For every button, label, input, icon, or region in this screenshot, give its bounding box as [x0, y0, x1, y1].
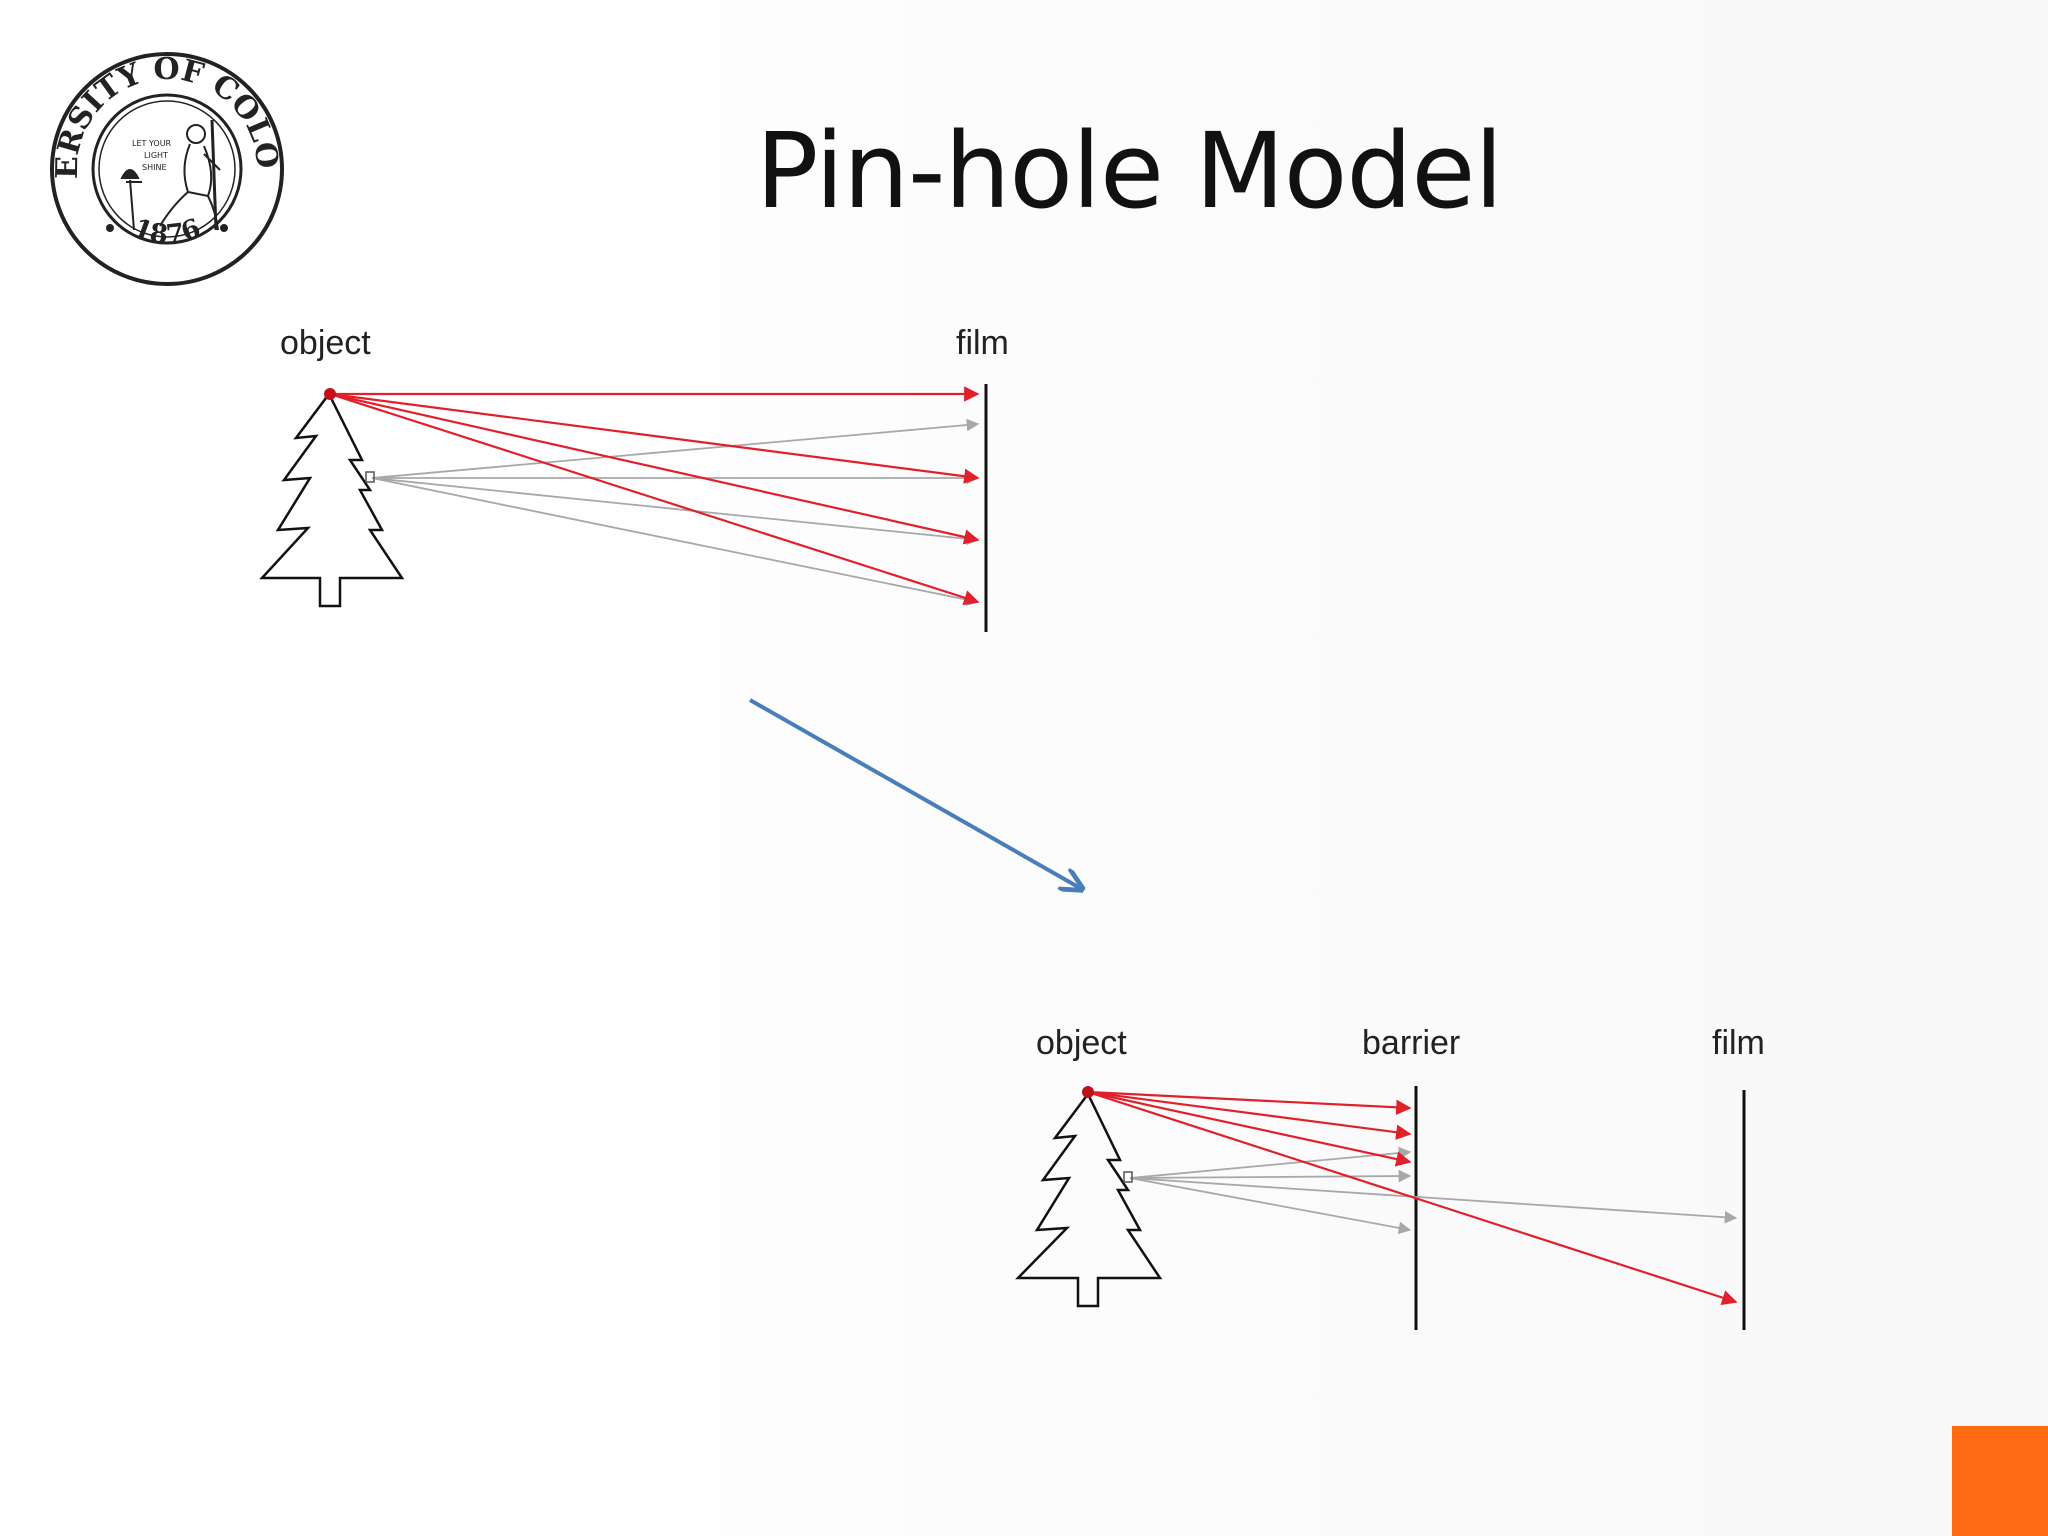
top-film-label: film — [956, 324, 1009, 362]
top-object-label: object — [280, 324, 371, 362]
top-red-rays — [329, 386, 980, 606]
diagram-top: object film — [259, 324, 1009, 632]
seal-dot-left — [106, 224, 114, 232]
bottom-red-rays — [1087, 1090, 1738, 1306]
seal-motto-line-1: LET YOUR — [132, 139, 172, 148]
seated-figure-icon — [159, 119, 221, 231]
corner-accent-bar — [1952, 1426, 2048, 1536]
bottom-object-label: object — [1036, 1024, 1127, 1062]
transition-arrow — [749, 698, 1080, 888]
diagram-bottom: object barrier film — [1015, 1024, 1765, 1330]
bottom-tree-icon — [1015, 1091, 1163, 1308]
top-object-point — [324, 388, 336, 400]
bottom-film-label: film — [1712, 1024, 1765, 1062]
torch-icon — [120, 169, 142, 231]
top-tree-icon — [259, 391, 405, 608]
seal-motto-line-2: LIGHT — [144, 151, 168, 160]
seal-motto-line-3: SHINE — [142, 163, 167, 172]
bottom-gray-rays — [1129, 1146, 1738, 1235]
slide-title: Pin-hole Model — [755, 110, 1504, 232]
seal-dot-right — [220, 224, 228, 232]
top-gray-rays — [371, 418, 980, 606]
university-seal: UNIVERSITY OF COLORADO 1876 LET YOUR LIG… — [48, 50, 285, 286]
bottom-barrier-label: barrier — [1362, 1024, 1460, 1062]
bottom-object-point-2 — [1123, 1171, 1133, 1183]
bottom-object-point — [1082, 1086, 1094, 1098]
top-object-point-2 — [365, 471, 375, 483]
